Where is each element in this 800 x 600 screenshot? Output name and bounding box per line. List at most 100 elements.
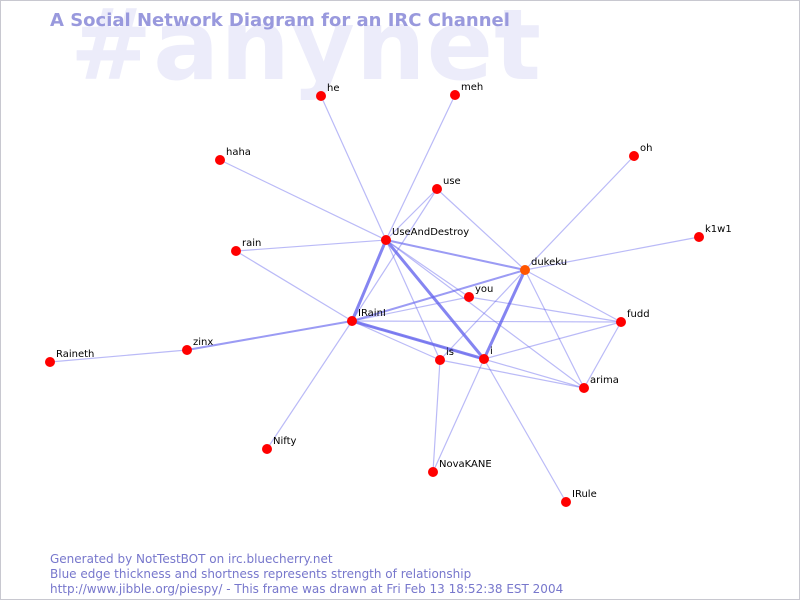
node-dot bbox=[479, 354, 489, 364]
edge-is-arima bbox=[439, 359, 585, 389]
edge-use-dukeku bbox=[436, 188, 526, 271]
edge-UseAndDestroy-dukeku bbox=[385, 239, 526, 271]
node-dot bbox=[616, 317, 626, 327]
node-arima: arima bbox=[579, 375, 619, 393]
node-label: dukeku bbox=[531, 257, 567, 268]
node-Raineth: Raineth bbox=[45, 349, 94, 367]
edge-UseAndDestroy-i bbox=[384, 239, 486, 360]
node-label: is bbox=[446, 347, 454, 358]
edge-IRainI-i bbox=[351, 319, 485, 361]
node-dot bbox=[381, 235, 391, 245]
edge-UseAndDestroy-you bbox=[385, 239, 470, 298]
node-label: you bbox=[475, 284, 493, 295]
edge-dukeku-arima bbox=[524, 269, 585, 389]
node-label: haha bbox=[226, 147, 251, 158]
edge-rain-UseAndDestroy bbox=[235, 239, 387, 252]
node-label: he bbox=[327, 83, 340, 94]
edge-dukeku-IRainI bbox=[351, 269, 526, 322]
node-use: use bbox=[432, 176, 461, 194]
edge-dukeku-i bbox=[482, 269, 527, 360]
edge-is-NovaKANE bbox=[432, 359, 441, 473]
node-dot bbox=[561, 497, 571, 507]
edge-k1w1-dukeku bbox=[524, 236, 700, 271]
edge-dukeku-is bbox=[439, 269, 526, 361]
node-label: UseAndDestroy bbox=[392, 227, 469, 238]
node-i: i bbox=[479, 346, 493, 364]
edge-IRainI-fudd bbox=[351, 320, 622, 323]
edge-meh-UseAndDestroy bbox=[385, 94, 456, 241]
node-he: he bbox=[316, 83, 340, 101]
edge-UseAndDestroy-is bbox=[385, 239, 441, 361]
node-dot bbox=[520, 265, 530, 275]
node-dot bbox=[45, 357, 55, 367]
node-label: oh bbox=[640, 143, 652, 154]
footer-link-line[interactable]: http://www.jibble.org/piespy/ - This fra… bbox=[50, 582, 564, 596]
node-you: you bbox=[464, 284, 493, 302]
node-dot bbox=[262, 444, 272, 454]
footer-legend-line: Blue edge thickness and shortness repres… bbox=[50, 567, 472, 581]
node-dot bbox=[629, 151, 639, 161]
edge-IRainI-arima bbox=[351, 320, 585, 389]
edge-UseAndDestroy-arima bbox=[385, 239, 585, 389]
edge-i-fudd bbox=[483, 321, 622, 360]
node-dot bbox=[694, 232, 704, 242]
node-label: Nifty bbox=[273, 436, 297, 447]
node-dot bbox=[435, 355, 445, 365]
node-is: is bbox=[435, 347, 454, 365]
node-label: i bbox=[490, 346, 493, 357]
edge-i-IRule bbox=[483, 358, 567, 503]
page-title: A Social Network Diagram for an IRC Chan… bbox=[50, 10, 510, 31]
node-k1w1: k1w1 bbox=[694, 224, 732, 242]
node-dot bbox=[347, 316, 357, 326]
edge-haha-UseAndDestroy bbox=[219, 159, 387, 241]
node-dot bbox=[432, 184, 442, 194]
node-label: use bbox=[443, 176, 461, 187]
edge-he-UseAndDestroy bbox=[320, 95, 387, 241]
edge-use-UseAndDestroy bbox=[385, 188, 438, 241]
node-oh: oh bbox=[629, 143, 652, 161]
footer-generated-line: Generated by NotTestBOT on irc.bluecherr… bbox=[50, 552, 333, 566]
edge-you-IRainI bbox=[351, 296, 470, 322]
edge-UseAndDestroy-IRainI bbox=[350, 239, 388, 322]
node-label: Raineth bbox=[56, 349, 94, 360]
edge-layer bbox=[49, 94, 700, 503]
edge-oh-dukeku bbox=[524, 155, 635, 271]
node-IRule: IRule bbox=[561, 489, 597, 507]
edge-fudd-arima bbox=[583, 321, 622, 389]
node-dot bbox=[231, 246, 241, 256]
edge-zinx-Raineth bbox=[49, 349, 188, 363]
node-dot bbox=[464, 292, 474, 302]
node-dot bbox=[450, 90, 460, 100]
node-fudd: fudd bbox=[616, 309, 650, 327]
node-label: fudd bbox=[627, 309, 650, 320]
node-label: zinx bbox=[193, 337, 213, 348]
node-label: rain bbox=[242, 238, 261, 249]
edge-i-NovaKANE bbox=[432, 358, 485, 473]
node-UseAndDestroy: UseAndDestroy bbox=[381, 227, 469, 245]
node-label: meh bbox=[461, 82, 483, 93]
node-label: NovaKANE bbox=[439, 459, 492, 470]
node-label: k1w1 bbox=[705, 224, 732, 235]
node-dot bbox=[215, 155, 225, 165]
node-label: IRainI bbox=[358, 308, 386, 319]
edge-dukeku-fudd bbox=[524, 269, 622, 323]
node-meh: meh bbox=[450, 82, 483, 100]
node-rain: rain bbox=[231, 238, 261, 256]
edge-IRainI-zinx bbox=[186, 320, 353, 351]
node-dot bbox=[182, 345, 192, 355]
node-dot bbox=[316, 91, 326, 101]
node-label: IRule bbox=[572, 489, 597, 500]
edge-IRainI-Nifty bbox=[266, 320, 353, 450]
edge-use-IRainI bbox=[351, 188, 438, 322]
node-label: arima bbox=[590, 375, 619, 386]
edge-rain-IRainI bbox=[235, 250, 353, 322]
edge-you-fudd bbox=[468, 296, 622, 323]
channel-watermark: #anynet bbox=[70, 0, 542, 103]
node-Nifty: Nifty bbox=[262, 436, 297, 454]
node-dukeku: dukeku bbox=[520, 257, 567, 275]
node-haha: haha bbox=[215, 147, 251, 165]
node-zinx: zinx bbox=[182, 337, 213, 355]
node-dot bbox=[428, 467, 438, 477]
